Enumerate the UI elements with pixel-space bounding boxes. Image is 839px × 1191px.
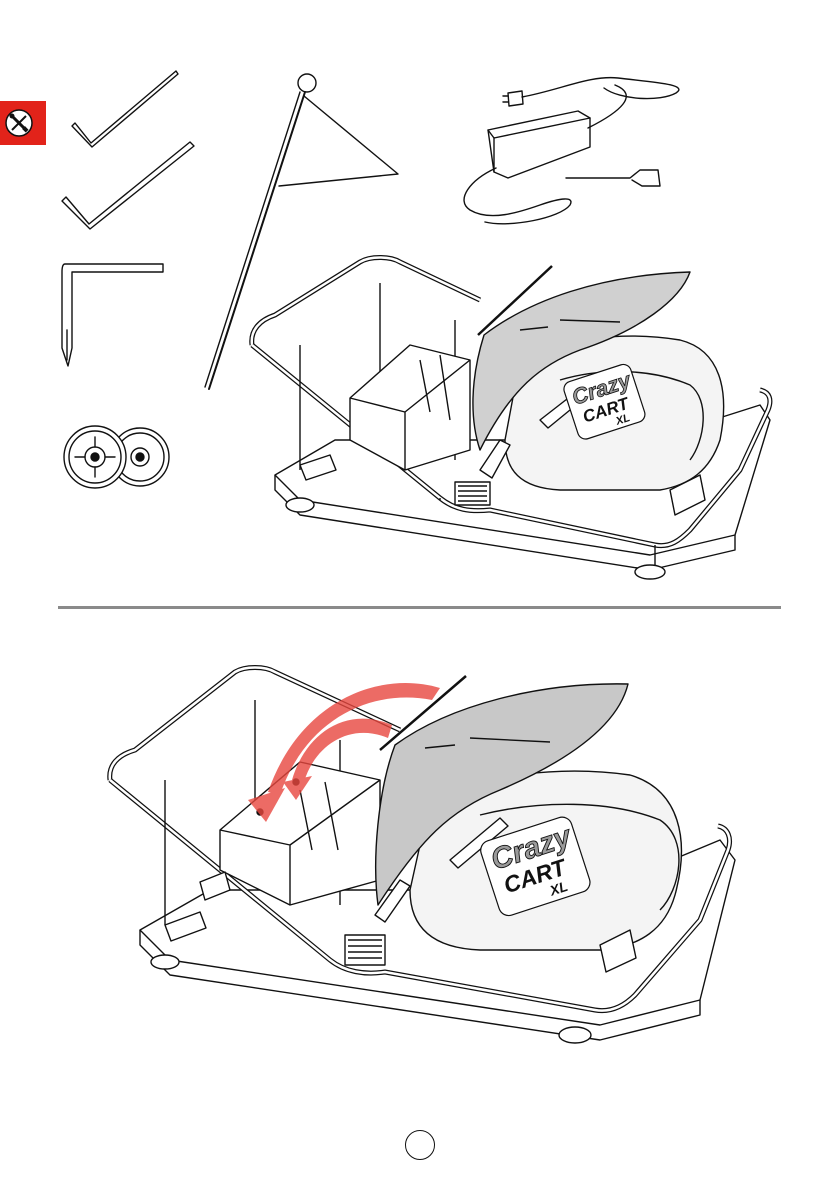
section-divider	[58, 606, 781, 609]
install-step-illustration: Crazy CART XL	[0, 612, 839, 1112]
large-hex-key-icon	[62, 142, 194, 229]
small-hex-key-icon	[72, 71, 178, 147]
safety-flag-icon	[205, 74, 398, 389]
battery-charger-icon	[464, 78, 679, 224]
page-number	[405, 1130, 435, 1160]
parts-overview-illustration: Crazy CART XL	[0, 0, 839, 606]
spare-wheels-icon	[64, 426, 169, 488]
crazy-cart-overview	[252, 258, 770, 580]
screwdriver-key-icon	[62, 264, 163, 366]
